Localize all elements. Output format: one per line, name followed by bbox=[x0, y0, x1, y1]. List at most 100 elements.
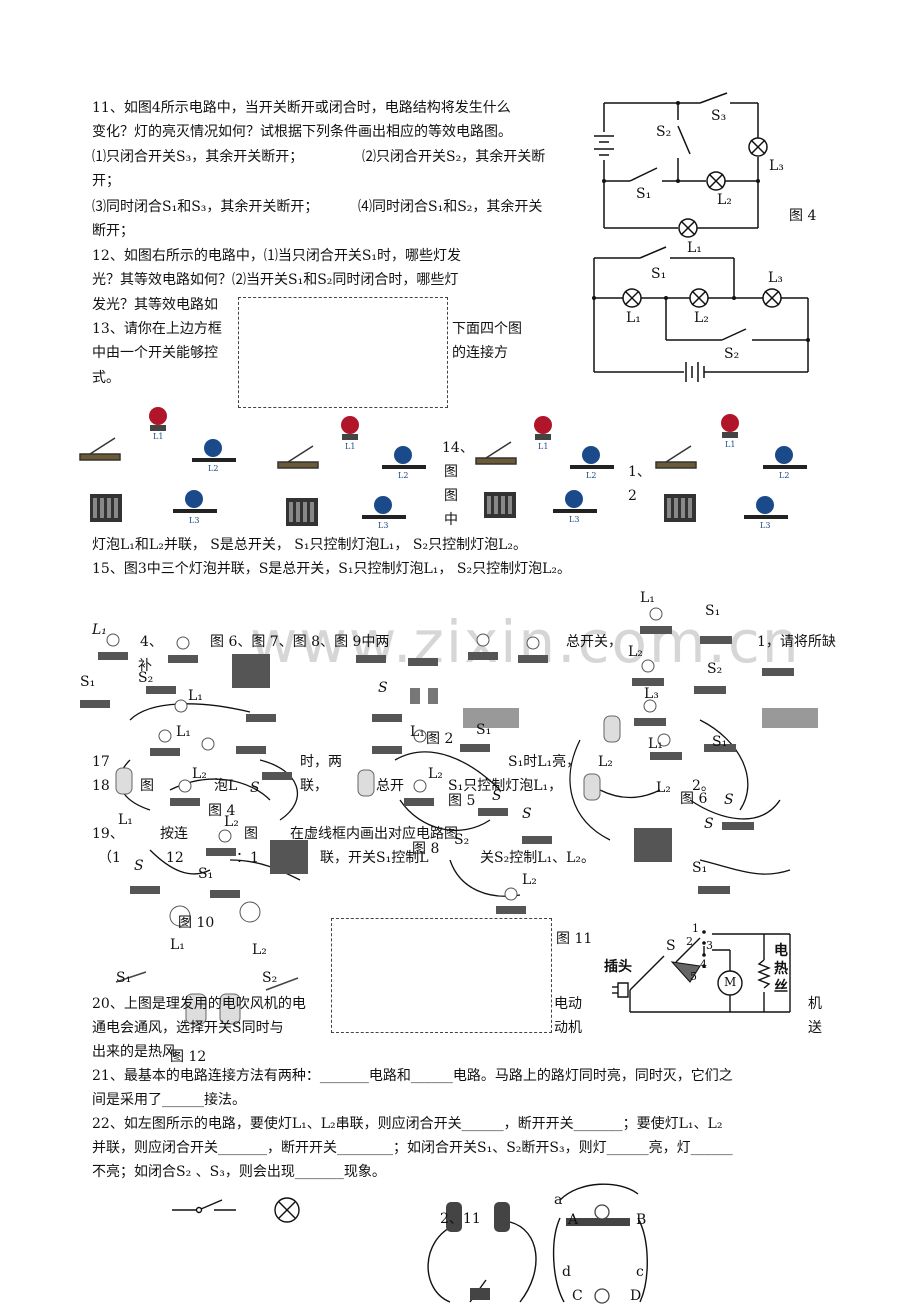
q14-l2-d: L2 bbox=[779, 471, 790, 480]
q14-c2: 图 bbox=[444, 488, 458, 504]
q14-c1: 图 bbox=[444, 464, 458, 480]
dryer-plug: 插头 bbox=[604, 959, 632, 975]
dryer-n5: 5 bbox=[690, 970, 697, 983]
fig4-caption: 图 4 bbox=[789, 208, 817, 224]
fig-label-s-r2: S bbox=[704, 816, 714, 832]
q11-line2: 变化？灯的亮灭情况如何？试根据下列条件画出相应的等效电路图。 bbox=[92, 124, 512, 140]
fig-label-f5: 图 5 bbox=[448, 793, 476, 809]
fig-label-l1-c: L₁ bbox=[176, 724, 191, 740]
q16-frag-e: 补 bbox=[138, 658, 152, 674]
fig-label-l1-l: L₁ bbox=[188, 688, 203, 704]
q16-frag-d: 1，请将所缺 bbox=[757, 634, 836, 650]
answer-box-2[interactable] bbox=[331, 918, 552, 1033]
q14-l1-d: L1 bbox=[725, 440, 736, 449]
fig-label-l2-tr: L₂ bbox=[628, 644, 643, 660]
fig-label-s-r: S bbox=[724, 792, 734, 808]
q16-frag-c: 总开关， bbox=[566, 634, 622, 650]
q22-line3: 不亮；如闭合S₂ 、S₃，则会出现_______现象。 bbox=[92, 1164, 386, 1180]
q22-line2: 并联，则应闭合开关_______，断开开关________；如闭合开关S₁、S₂… bbox=[92, 1140, 733, 1156]
fig-label-s1-tr: S₁ bbox=[705, 603, 721, 619]
fig-label-l-a: L₁ bbox=[92, 622, 107, 638]
bottom-c: c bbox=[636, 1264, 644, 1280]
answer-box-1[interactable] bbox=[238, 297, 448, 408]
q17-frag-b: 时，两 bbox=[300, 754, 342, 770]
q19-frag-e: （1 bbox=[98, 850, 121, 866]
q16-frag-b: 图 6、图 7、图 8、图 9中两 bbox=[210, 634, 390, 650]
dryer-motor: M bbox=[724, 975, 737, 989]
q19-frag-a: 19、 bbox=[92, 826, 124, 842]
fig-label-f11: 图 11 bbox=[556, 931, 593, 947]
fig-label-s2-tr: S₂ bbox=[707, 661, 723, 677]
fig-label-s2-b: S₂ bbox=[262, 970, 278, 986]
fig-label-l2-b: L₂ bbox=[252, 942, 267, 958]
q22-line1: 22、如左图所示的电路，要使灯L₁、L₂串联，则应闭合开关______，断开开关… bbox=[92, 1116, 723, 1132]
q12-l2: L₂ bbox=[694, 310, 709, 326]
fig4-l3: L₃ bbox=[769, 158, 784, 174]
fig-label-s-l2: S bbox=[134, 858, 144, 874]
q14-l2-a: L2 bbox=[208, 464, 219, 473]
bottom-C: C bbox=[572, 1288, 583, 1304]
q12-s2: S₂ bbox=[724, 346, 740, 362]
q11-line5b: ⑷同时闭合S₁和S₂，其余开关 bbox=[358, 199, 543, 215]
fig4-s1: S₁ bbox=[636, 186, 652, 202]
dryer-heater-1: 电 bbox=[774, 943, 788, 959]
dryer-heater-2: 热 bbox=[774, 961, 788, 977]
fig-label-f2: 图 2 bbox=[426, 731, 454, 747]
dryer-s: S bbox=[666, 938, 676, 954]
fig-label-l1-bl: L₁ bbox=[118, 812, 133, 828]
q16-frag-a: 4、 bbox=[140, 634, 163, 650]
q15: 15、图3中三个灯泡并联，S是总开关，S₁只控制灯泡L₁， S₂只控制灯泡L₂。 bbox=[92, 561, 571, 577]
q19-frag-c: 图 bbox=[244, 826, 258, 842]
q19-frag-d: 在虚线框内画出对应电路图 bbox=[290, 826, 458, 842]
q14-l3-d: L3 bbox=[760, 521, 771, 530]
q11-line3a: ⑴只闭合开关S₃，其余开关断开； bbox=[92, 149, 304, 165]
q12-line2: 光？其等效电路如何？⑵当开关S₁和S₂同时闭合时，哪些灯 bbox=[92, 272, 459, 288]
q13-line3: 式。 bbox=[92, 370, 120, 386]
fig-label-l1-b: L₁ bbox=[170, 937, 185, 953]
q20-e: 动机 bbox=[554, 1020, 582, 1036]
fig-label-s2-l: S₂ bbox=[138, 670, 154, 686]
q13-line1b: 下面四个图 bbox=[452, 321, 522, 337]
q18-frag-c: 泡L bbox=[214, 778, 238, 794]
q21-line1: 21、最基本的电路连接方法有两种：_______电路和______电路。马路上的… bbox=[92, 1068, 733, 1084]
fig4-s2: S₂ bbox=[656, 124, 672, 140]
q12-l1: L₁ bbox=[626, 310, 641, 326]
bottom-B: B bbox=[636, 1212, 647, 1228]
q20-f: 送 bbox=[808, 1020, 822, 1036]
q14-l1-a: L1 bbox=[153, 432, 164, 441]
dryer-n4: 4 bbox=[700, 958, 707, 971]
fig-label-l1-m: L₁ bbox=[410, 724, 425, 740]
dryer-n1: 1 bbox=[692, 922, 699, 935]
q19-frag-h: 联，开关S₁控制L bbox=[320, 850, 429, 866]
q14-num: 14、 bbox=[442, 440, 474, 456]
q19-frag-i: 关S₂控制L₁、L₂。 bbox=[480, 850, 596, 866]
q20-d: 通电会通风，选择开关S同时与 bbox=[92, 1020, 284, 1036]
bottom-n: 2、11 bbox=[440, 1211, 481, 1227]
fig-label-l1-tr: L₁ bbox=[640, 590, 655, 606]
dryer-n2: 2 bbox=[686, 935, 693, 948]
fig-label-s1-b: S₁ bbox=[116, 970, 132, 986]
fig-label-f8: 图 8 bbox=[412, 841, 440, 857]
q20-b: 电动 bbox=[554, 996, 582, 1012]
bottom-d: d bbox=[562, 1264, 571, 1280]
q11-line1: 11、如图4所示电路中，当开关断开或闭合时，电路结构将发生什么 bbox=[92, 100, 511, 116]
fig-label-s-l: S bbox=[250, 780, 260, 796]
q18-frag-b: 图 bbox=[140, 778, 154, 794]
q18-frag-g: 2。 bbox=[692, 778, 715, 794]
q11-line5a: ⑶同时闭合S₁和S₃，其余开关断开； bbox=[92, 199, 319, 215]
q19-frag-f: 12 bbox=[166, 850, 184, 866]
q14-n1: 1、 bbox=[628, 464, 651, 480]
q13-line2b: 的连接方 bbox=[452, 345, 508, 361]
q21-line2: 间是采用了______接法。 bbox=[92, 1092, 246, 1108]
fig-label-s-m3: S bbox=[522, 806, 532, 822]
fig-label-s1-bl: S₁ bbox=[198, 866, 214, 882]
dryer-n3: 3 bbox=[706, 939, 713, 952]
q18-frag-e: 总开 bbox=[376, 778, 404, 794]
fig-label-l2-m: L₂ bbox=[428, 766, 443, 782]
q17-frag-c: S₁时L₁亮， bbox=[508, 754, 581, 770]
